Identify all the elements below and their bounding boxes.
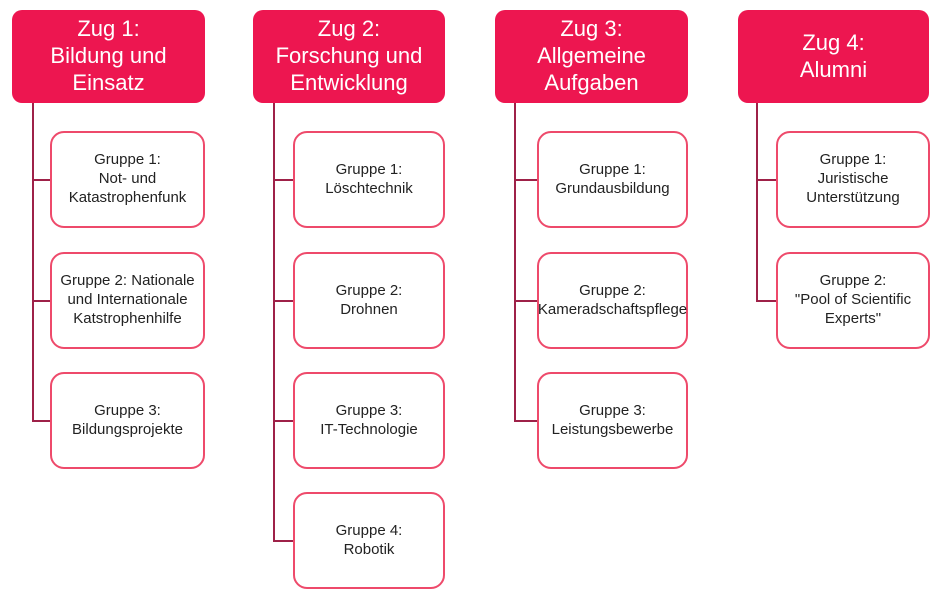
zug-3-header-label: Zug 3: Allgemeine Aufgaben	[537, 16, 646, 95]
zug-2-header-box: Zug 2: Forschung und Entwicklung	[253, 10, 445, 103]
zug-2-group-4-label: Gruppe 4: Robotik	[335, 521, 403, 558]
zug-4-group-1-box: Gruppe 1: Juristische Unterstützung	[776, 131, 930, 228]
zug-2-header-label: Zug 2: Forschung und Entwicklung	[275, 16, 423, 95]
zug-1-group-2-label: Gruppe 2: Nationale und Internationale K…	[60, 272, 195, 327]
zug-2-connector-branch-4	[273, 540, 293, 542]
zug-4-connector-branch-1	[756, 179, 776, 181]
zug-1-group-3-box: Gruppe 3: Bildungsprojekte	[50, 372, 205, 469]
zug-1-connector-trunk	[32, 103, 34, 421]
zug-3-connector-trunk	[514, 103, 516, 421]
zug-3-connector-branch-2	[514, 300, 537, 302]
zug-2-group-1-box: Gruppe 1: Löschtechnik	[293, 131, 445, 228]
zug-3-group-2-label: Gruppe 2: Kameradschaftspflege	[537, 281, 688, 318]
zug-2-connector-trunk	[273, 103, 275, 541]
zug-3-group-3-box: Gruppe 3: Leistungsbewerbe	[537, 372, 688, 469]
zug-2-connector-branch-1	[273, 179, 293, 181]
zug-4-group-1-label: Gruppe 1: Juristische Unterstützung	[806, 151, 900, 206]
zug-4-header-box: Zug 4: Alumni	[738, 10, 929, 103]
zug-1-group-1-label: Gruppe 1: Not- und Katastrophenfunk	[68, 151, 187, 206]
zug-4-header-label: Zug 4: Alumni	[799, 29, 868, 82]
zug-1-header-box: Zug 1: Bildung und Einsatz	[12, 10, 205, 103]
zug-3-group-1-label: Gruppe 1: Grundausbildung	[555, 160, 670, 197]
zug-2-group-3-box: Gruppe 3: IT-Technologie	[293, 372, 445, 469]
zug-1-connector-branch-3	[32, 420, 50, 422]
zug-2-group-2-label: Gruppe 2: Drohnen	[335, 281, 403, 318]
zug-1-group-1-box: Gruppe 1: Not- und Katastrophenfunk	[50, 131, 205, 228]
zug-2-connector-branch-3	[273, 420, 293, 422]
zug-2-group-2-box: Gruppe 2: Drohnen	[293, 252, 445, 349]
zug-1-connector-branch-2	[32, 300, 50, 302]
zug-2-group-1-label: Gruppe 1: Löschtechnik	[325, 160, 413, 197]
zug-4-group-2-box: Gruppe 2: "Pool of Scientific Experts"	[776, 252, 930, 349]
zug-3-group-3-label: Gruppe 3: Leistungsbewerbe	[551, 401, 674, 438]
zug-1-group-2-box: Gruppe 2: Nationale und Internationale K…	[50, 252, 205, 349]
zug-2-group-3-label: Gruppe 3: IT-Technologie	[320, 401, 418, 438]
zug-3-group-1-box: Gruppe 1: Grundausbildung	[537, 131, 688, 228]
zug-4-connector-branch-2	[756, 300, 776, 302]
zug-2-connector-branch-2	[273, 300, 293, 302]
zug-4-group-2-label: Gruppe 2: "Pool of Scientific Experts"	[794, 272, 912, 327]
zug-3-connector-branch-3	[514, 420, 537, 422]
zug-2-group-4-box: Gruppe 4: Robotik	[293, 492, 445, 589]
zug-1-header-label: Zug 1: Bildung und Einsatz	[50, 16, 167, 95]
zug-4-connector-trunk	[756, 103, 758, 301]
zug-3-connector-branch-1	[514, 179, 537, 181]
zug-3-group-2-box: Gruppe 2: Kameradschaftspflege	[537, 252, 688, 349]
zug-3-header-box: Zug 3: Allgemeine Aufgaben	[495, 10, 688, 103]
zug-1-group-3-label: Gruppe 3: Bildungsprojekte	[72, 401, 183, 438]
zug-1-connector-branch-1	[32, 179, 50, 181]
